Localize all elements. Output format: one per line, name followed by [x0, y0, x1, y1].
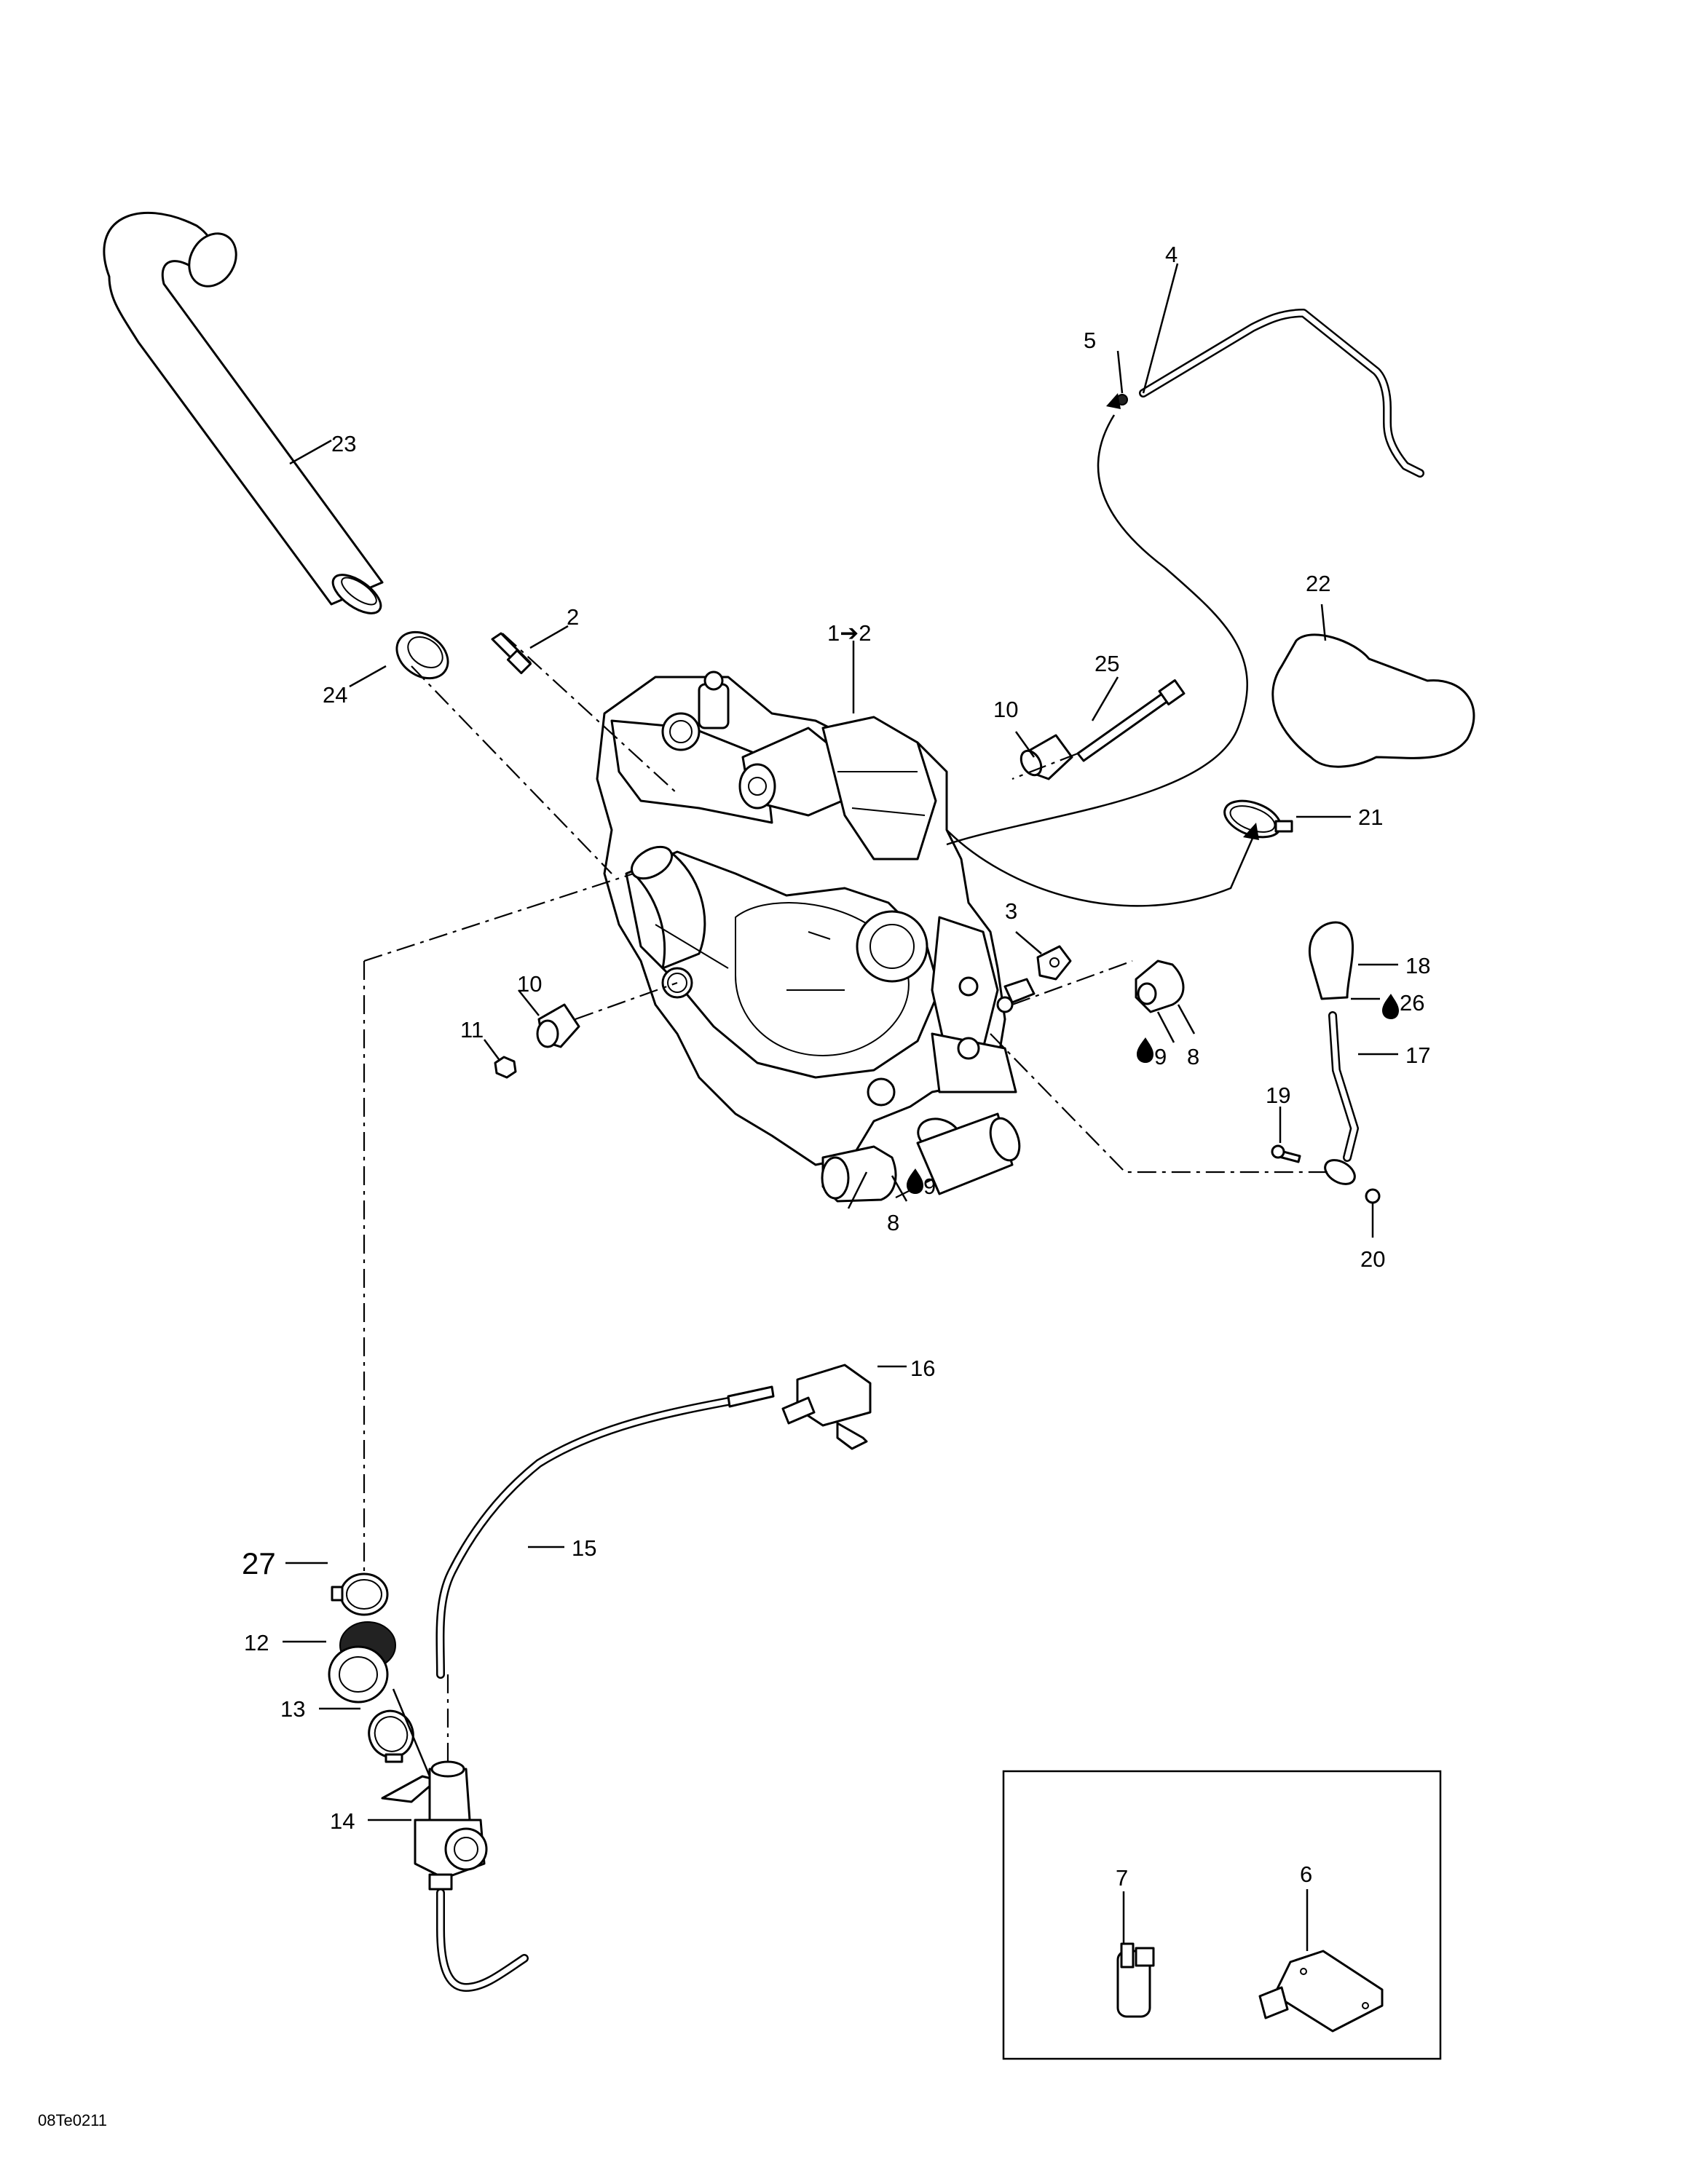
callout-19[interactable]: 19	[1266, 1083, 1290, 1108]
part-4-vent-hose[interactable]	[1139, 309, 1424, 478]
part-13-clamp[interactable]	[363, 1705, 419, 1764]
callout-10-upper[interactable]: 10	[993, 697, 1018, 722]
callout-9-upper-group[interactable]: 9	[1137, 1037, 1167, 1069]
part-6-module[interactable]	[1258, 1950, 1384, 2033]
part-21-clamp[interactable]	[1220, 794, 1293, 844]
oil-drop-icon	[907, 1168, 923, 1194]
inset-box	[1002, 1770, 1442, 2060]
callout-21[interactable]: 21	[1358, 804, 1383, 830]
callout-5[interactable]: 5	[1084, 328, 1096, 353]
callout-27[interactable]: 27	[242, 1546, 276, 1580]
callout-8-lower[interactable]: 8	[887, 1210, 899, 1235]
part-15-throttle-cable[interactable]	[435, 1385, 775, 1679]
callout-23[interactable]: 23	[331, 431, 356, 456]
callout-9-lower: 9	[923, 1174, 936, 1199]
callout-14[interactable]: 14	[330, 1808, 355, 1834]
part-11-nut[interactable]	[494, 1056, 517, 1079]
oil-drop-icon	[1137, 1037, 1153, 1063]
callout-26: 26	[1400, 990, 1424, 1016]
callout-3[interactable]: 3	[1005, 898, 1017, 924]
callout-7[interactable]: 7	[1116, 1865, 1128, 1891]
part-25-bolt[interactable]	[1076, 679, 1186, 762]
callout-26-group[interactable]: 26	[1382, 990, 1424, 1019]
part-27-clamp[interactable]	[331, 1572, 389, 1616]
callout-13[interactable]: 13	[280, 1696, 305, 1722]
part-3-bracket[interactable]	[1036, 945, 1072, 981]
part-8-upper-bushing[interactable]	[1135, 960, 1185, 1013]
callout-10-lower[interactable]: 10	[517, 971, 542, 997]
part-22-boot[interactable]	[1271, 633, 1475, 768]
leader-lines	[283, 263, 1398, 1951]
callout-labels: 23 24 2 1➔2 4 5 25 10 22 21 3 18 26 17 1…	[38, 242, 1430, 2129]
part-1-engine[interactable]	[596, 670, 1036, 1195]
part-17-shift-rod[interactable]	[1328, 1011, 1359, 1162]
callout-20[interactable]: 20	[1360, 1246, 1385, 1272]
carb-drain-tube	[436, 1888, 529, 1992]
callout-8-upper[interactable]: 8	[1187, 1044, 1199, 1069]
callout-9-upper: 9	[1154, 1044, 1167, 1069]
part-10-lower-nut[interactable]	[536, 1003, 580, 1048]
callout-4[interactable]: 4	[1165, 242, 1178, 267]
callout-11[interactable]: 11	[460, 1017, 484, 1042]
callout-15[interactable]: 15	[572, 1535, 596, 1561]
part-10-upper-nut[interactable]	[1017, 734, 1073, 780]
part-19-bolt[interactable]	[1271, 1144, 1301, 1163]
part-14-carburetor[interactable]	[381, 1760, 488, 1891]
part-7-fuel-pump[interactable]	[1116, 1942, 1155, 2018]
callout-6[interactable]: 6	[1300, 1861, 1312, 1887]
part-16-throttle[interactable]	[781, 1364, 872, 1450]
callout-2[interactable]: 2	[567, 604, 579, 630]
callout-18[interactable]: 18	[1405, 953, 1430, 978]
rod-end-fitting	[1324, 1159, 1356, 1185]
callout-22[interactable]: 22	[1306, 571, 1330, 596]
callout-25[interactable]: 25	[1095, 651, 1119, 676]
assembly-lines	[363, 393, 1333, 1777]
part-20-nut[interactable]	[1365, 1188, 1381, 1204]
callout-9-lower-group[interactable]: 9	[907, 1168, 936, 1199]
part-2-spark-plug[interactable]	[491, 632, 532, 675]
part-23-hose[interactable]	[103, 211, 387, 620]
oil-drop-icon	[1382, 994, 1399, 1019]
callout-16[interactable]: 16	[910, 1356, 935, 1381]
callout-1-ref-2[interactable]: 1➔2	[827, 620, 871, 646]
callout-12[interactable]: 12	[244, 1630, 269, 1655]
part-18-knob[interactable]	[1308, 921, 1354, 1000]
callout-24[interactable]: 24	[323, 682, 347, 708]
callout-17[interactable]: 17	[1405, 1042, 1430, 1068]
part-24-clamp[interactable]	[388, 622, 457, 687]
figure-code: 08Te0211	[38, 2111, 107, 2129]
part-8-lower-bushing[interactable]	[821, 1145, 897, 1203]
part-12-adaptor[interactable]	[328, 1621, 396, 1704]
